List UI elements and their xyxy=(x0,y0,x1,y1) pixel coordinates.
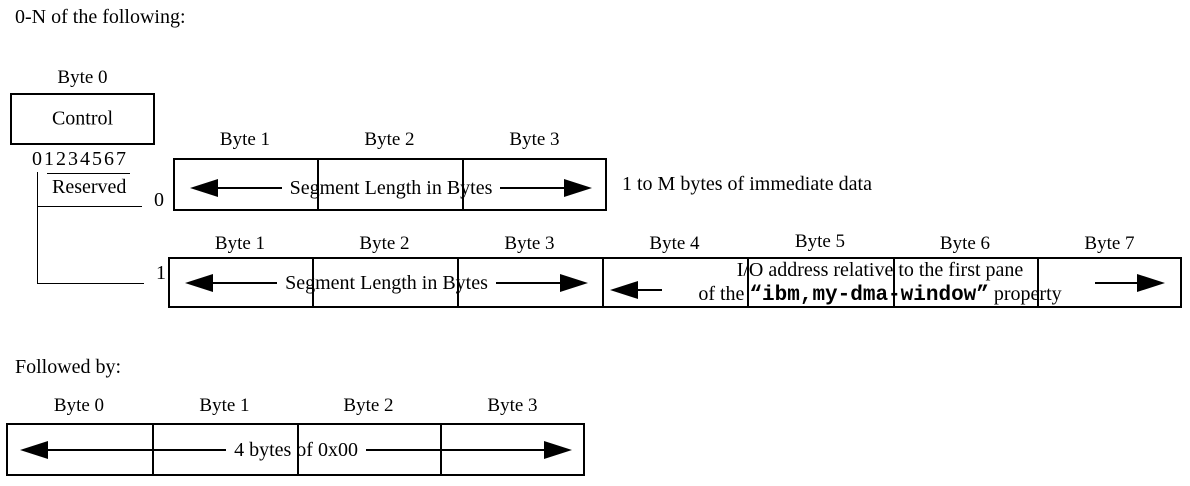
row1-byte2-label: Byte 2 xyxy=(359,233,410,254)
left-arrowhead-icon xyxy=(185,274,213,292)
branch0-value: 0 xyxy=(154,189,164,211)
io-address-line1: I/O address relative to the first pane xyxy=(736,259,1024,281)
branch1-hline xyxy=(37,283,144,284)
arrow-shaft xyxy=(213,282,278,284)
bit0-branch-vline xyxy=(37,172,38,284)
footer-byte0-label: Byte 0 xyxy=(53,395,105,416)
row1-byte4-label: Byte 4 xyxy=(649,233,700,254)
left-arrowhead-icon xyxy=(190,179,218,197)
left-arrowhead-icon xyxy=(610,281,638,299)
row0-segment-length-arrow: Segment Length in Bytes xyxy=(190,170,593,206)
footer-byte3-label: Byte 3 xyxy=(487,395,538,416)
row0-box xyxy=(173,158,607,211)
control-box: Control xyxy=(10,93,155,145)
row1-byte3-label: Byte 3 xyxy=(504,233,555,254)
right-arrowhead-icon xyxy=(544,441,573,459)
control-box-label: Control xyxy=(51,107,114,130)
arrow-shaft xyxy=(500,187,565,189)
arrow-shaft xyxy=(638,289,662,291)
row1-box xyxy=(168,257,1182,308)
row0-byte1-label: Byte 1 xyxy=(219,129,271,150)
row1-byte5-label: Byte 5 xyxy=(794,231,846,252)
control-byte-label: Byte 0 xyxy=(57,67,108,88)
dma-window-property-code: “ibm,my-dma-window” xyxy=(749,284,989,307)
footer-byte2-label: Byte 2 xyxy=(343,395,394,416)
row0-segment-length-label: Segment Length in Bytes xyxy=(289,176,493,199)
arrow-shaft xyxy=(365,449,545,451)
row0-divider-1 xyxy=(317,160,319,209)
row1-divider-3 xyxy=(602,259,604,306)
row1-divider-4 xyxy=(747,259,749,306)
branch0-hline xyxy=(37,206,142,207)
row1-divider-2 xyxy=(457,259,459,306)
io-line2-prefix: of the xyxy=(698,283,750,305)
row0-immediate-data-note: 1 to M bytes of immediate data xyxy=(622,173,872,195)
repeat-title: 0-N of the following: xyxy=(15,6,186,28)
row1-divider-1 xyxy=(312,259,314,306)
left-arrowhead-icon xyxy=(20,441,48,459)
footer-divider-2 xyxy=(297,425,299,474)
row0-divider-2 xyxy=(462,160,464,209)
footer-zero-bytes-arrow: 4 bytes of 0x00 xyxy=(20,432,573,468)
row1-byte7-label: Byte 7 xyxy=(1084,233,1135,254)
arrow-shaft xyxy=(495,282,561,284)
io-address-line2: of the “ibm,my-dma-window” property xyxy=(590,283,1170,307)
reserved-overline xyxy=(47,173,130,174)
io-line2-suffix: property xyxy=(988,283,1062,305)
right-arrowhead-icon xyxy=(560,274,589,292)
followed-by-title: Followed by: xyxy=(15,356,122,378)
arrow-shaft xyxy=(218,187,282,189)
footer-zero-bytes-label: 4 bytes of 0x00 xyxy=(234,438,358,461)
row1-byte6-label: Byte 6 xyxy=(939,233,991,254)
row1-segment-length-arrow: Segment Length in Bytes xyxy=(185,265,589,301)
arrow-shaft xyxy=(1095,282,1137,284)
reserved-label: Reserved xyxy=(52,176,127,198)
bit-numbers: 01234567 xyxy=(32,148,128,170)
row0-byte2-label: Byte 2 xyxy=(364,129,415,150)
right-arrowhead-icon xyxy=(1137,274,1165,292)
branch1-value: 1 xyxy=(156,262,166,284)
row1-divider-6 xyxy=(1037,259,1039,306)
row0-byte3-label: Byte 3 xyxy=(509,129,560,150)
row1-segment-length-label: Segment Length in Bytes xyxy=(285,271,488,294)
row1-divider-5 xyxy=(893,259,895,306)
row1-byte1-label: Byte 1 xyxy=(214,233,266,254)
right-arrowhead-icon xyxy=(564,179,593,197)
arrow-shaft xyxy=(48,449,227,451)
footer-byte1-label: Byte 1 xyxy=(199,395,250,416)
